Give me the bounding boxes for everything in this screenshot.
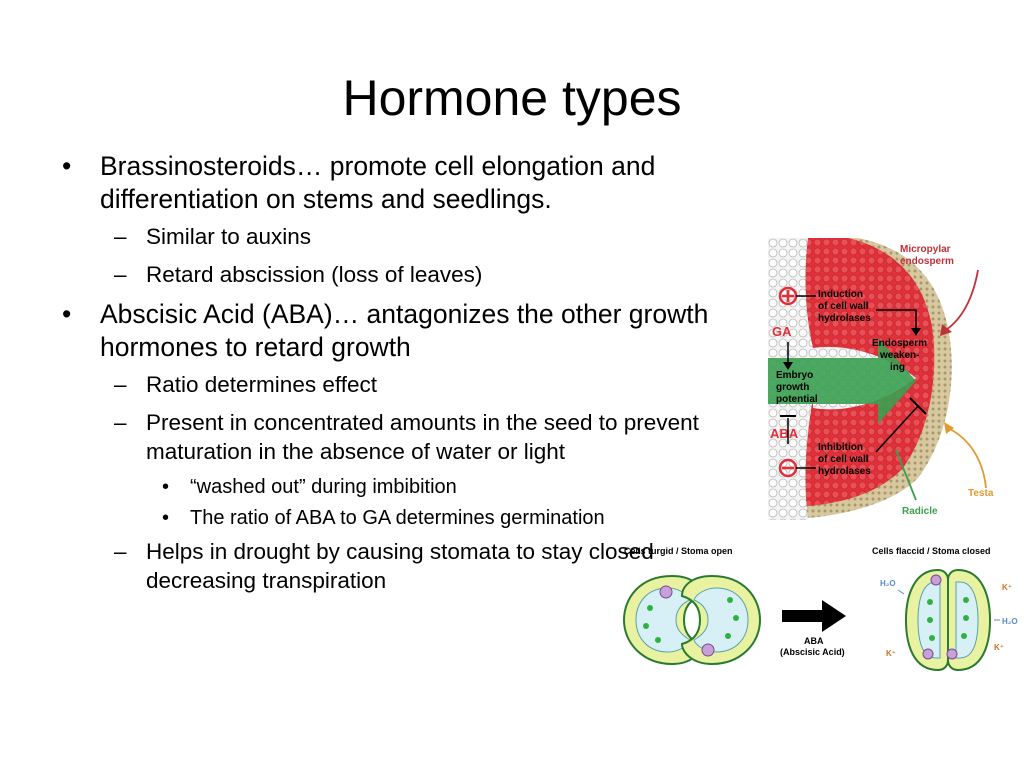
sub-bullet-drought: – Helps in drought by causing stomata to… xyxy=(114,537,712,595)
inhibition-line2: of cell wall xyxy=(818,454,869,465)
sub-bullet-present-in-seed: – Present in concentrated amounts in the… xyxy=(114,408,712,466)
dash-marker: – xyxy=(114,539,127,564)
dash-marker: – xyxy=(114,372,127,397)
aba-inhibitor: ABA xyxy=(770,415,816,478)
open-stoma xyxy=(622,574,762,666)
bullet-text: Similar to auxins xyxy=(146,224,312,249)
bullet-text: “washed out” during imbibition xyxy=(190,476,457,498)
embryo-line1: Embryo xyxy=(776,370,813,381)
embryo-line3: potential xyxy=(776,394,818,405)
induction-arrow xyxy=(876,309,917,332)
micropylar-arrow xyxy=(945,269,979,331)
sub-bullet-retard-abscission: – Retard abscission (loss of leaves) xyxy=(114,260,712,289)
endosperm-line3: ing xyxy=(890,362,905,373)
k-top-right-label: K⁺ xyxy=(1002,583,1012,592)
aba-arrow-line1: ABA xyxy=(804,636,824,646)
sub-sub-bullet-ratio-aba-ga: • The ratio of ABA to GA determines germ… xyxy=(162,506,630,531)
sub-sub-bullet-washed-out: • “washed out” during imbibition xyxy=(162,475,712,500)
inhibition-line3: hydrolases xyxy=(818,466,871,477)
radicle-label: Radicle xyxy=(902,506,938,517)
bullet-text: Brassinosteroids… promote cell elongatio… xyxy=(100,151,656,214)
testa-arrow xyxy=(947,427,987,489)
testa-label: Testa xyxy=(968,488,994,499)
radicle-line xyxy=(895,449,917,501)
inhibition-line1: Inhibition xyxy=(818,442,863,453)
sub-bullet-ratio: – Ratio determines effect xyxy=(114,370,712,399)
inhibition-line xyxy=(875,405,919,453)
induction-line1: Induction xyxy=(818,289,863,300)
bullet-text: Ratio determines effect xyxy=(146,372,377,397)
bullet-abscisic-acid: • Abscisic Acid (ABA)… antagonizes the o… xyxy=(62,298,712,364)
bullet-text: Helps in drought by causing stomata to s… xyxy=(146,539,654,593)
stoma-open-label: Cells turgid / Stoma open xyxy=(624,546,733,556)
ga-label: GA xyxy=(772,324,792,339)
bullet-text: Abscisic Acid (ABA)… antagonizes the oth… xyxy=(100,299,709,362)
bullet-marker: • xyxy=(62,299,72,329)
h2o-left-label: H₂O xyxy=(880,579,896,588)
closed-stoma xyxy=(904,568,992,672)
aba-arrow-line2: (Abscisic Acid) xyxy=(780,647,845,657)
bullet-brassinosteroids: • Brassinosteroids… promote cell elongat… xyxy=(62,150,712,216)
stomata-diagram: Cells turgid / Stoma open Cells flaccid … xyxy=(622,546,1018,672)
bullet-text: The ratio of ABA to GA determines germin… xyxy=(190,507,605,529)
stoma-closed-label: Cells flaccid / Stoma closed xyxy=(872,546,991,556)
slide-title: Hormone types xyxy=(342,70,682,126)
k-bottom-left-label: K⁺ xyxy=(886,649,896,658)
bullet-text: Present in concentrated amounts in the s… xyxy=(146,410,699,464)
bullet-list: • Brassinosteroids… promote cell elongat… xyxy=(62,150,712,604)
bullet-marker: • xyxy=(62,151,72,181)
h2o-right-label: H₂O xyxy=(1002,617,1018,626)
aba-conversion-arrow: ABA (Abscisic Acid) xyxy=(780,600,846,657)
sub-bullet-similar-auxins: – Similar to auxins xyxy=(114,222,712,251)
dash-marker: – xyxy=(114,224,127,249)
bullet-text: Retard abscission (loss of leaves) xyxy=(146,262,483,287)
bullet-marker: • xyxy=(162,476,170,498)
micropylar-line1: Micropylar xyxy=(900,244,951,255)
growth-arrow xyxy=(768,338,916,424)
ga-promoter: GA xyxy=(772,286,816,370)
endosperm-line1: Endosperm xyxy=(872,338,927,349)
endosperm-line2: weaken- xyxy=(879,350,919,361)
dash-marker: – xyxy=(114,262,127,287)
embryo-line2: growth xyxy=(776,382,809,393)
induction-line2: of cell wall xyxy=(818,301,869,312)
micropylar-line2: endosperm xyxy=(900,256,954,267)
dash-marker: – xyxy=(114,410,127,435)
induction-line3: hydrolases xyxy=(818,313,871,324)
bullet-marker: • xyxy=(162,507,170,529)
aba-label: ABA xyxy=(770,426,799,441)
k-bottom-right-label: K⁺ xyxy=(994,643,1004,652)
seed-germination-diagram: GA ABA Induction of cell wall hydrolases… xyxy=(768,238,1024,520)
ion-labels: H₂O H₂O K⁺ K⁺ K⁺ xyxy=(880,579,1018,658)
